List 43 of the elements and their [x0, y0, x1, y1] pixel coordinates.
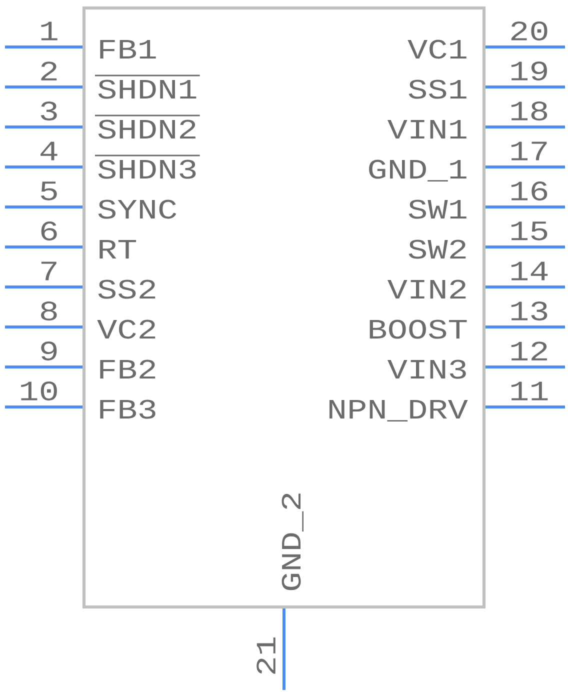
pin-number: 1: [41, 22, 58, 40]
pin-number: 17: [511, 142, 547, 160]
pin-number: 11: [511, 382, 548, 400]
pin-label: FB1: [100, 40, 156, 58]
pin-number: 7: [41, 262, 56, 280]
pin-number: 21: [256, 637, 276, 674]
pin-number: 5: [40, 182, 57, 200]
pin-label: VIN2: [388, 280, 466, 298]
pin-label: GND_1: [369, 160, 466, 182]
pin-number: 16: [511, 182, 548, 200]
pin-label: GND_2: [282, 494, 304, 590]
pin-number: 9: [41, 342, 57, 360]
pin-label: SW1: [408, 200, 466, 219]
pin-label: SHDN1: [95, 74, 200, 99]
pin-number: 19: [511, 62, 547, 80]
pin-number: 10: [21, 382, 57, 400]
pin-label: VIN1: [388, 120, 466, 138]
pin-label: SHDN2: [95, 114, 200, 139]
pin-label: FB2: [100, 360, 156, 378]
pin-label: RT: [100, 240, 136, 258]
pin-label: VC2: [97, 320, 156, 339]
pin-number: 14: [511, 262, 548, 280]
pin-number: 4: [40, 142, 58, 160]
pin-number: 2: [41, 62, 57, 80]
ic-body: [82, 6, 486, 608]
pin-label: SHDN3: [95, 154, 200, 179]
pin-label: NPN_DRV: [330, 400, 468, 422]
pin-number: 18: [511, 102, 548, 120]
pin-number: 13: [511, 302, 548, 320]
pin-label: SS1: [408, 80, 466, 99]
pin-label: VIN3: [388, 360, 466, 379]
pin-number: 8: [41, 302, 57, 320]
pin-number: 6: [41, 222, 57, 240]
pin-label: SYNC: [98, 200, 176, 219]
pin-number: 3: [40, 102, 57, 120]
pin-label: FB3: [100, 400, 156, 419]
pin-number: 15: [511, 222, 548, 240]
pin-number: 12: [511, 342, 547, 360]
pin-number: 20: [511, 22, 548, 40]
pin-label: BOOST: [370, 320, 467, 339]
pin-label: SW2: [408, 240, 466, 259]
pin-label: SS2: [98, 280, 156, 299]
pin-label: VC1: [408, 40, 466, 59]
